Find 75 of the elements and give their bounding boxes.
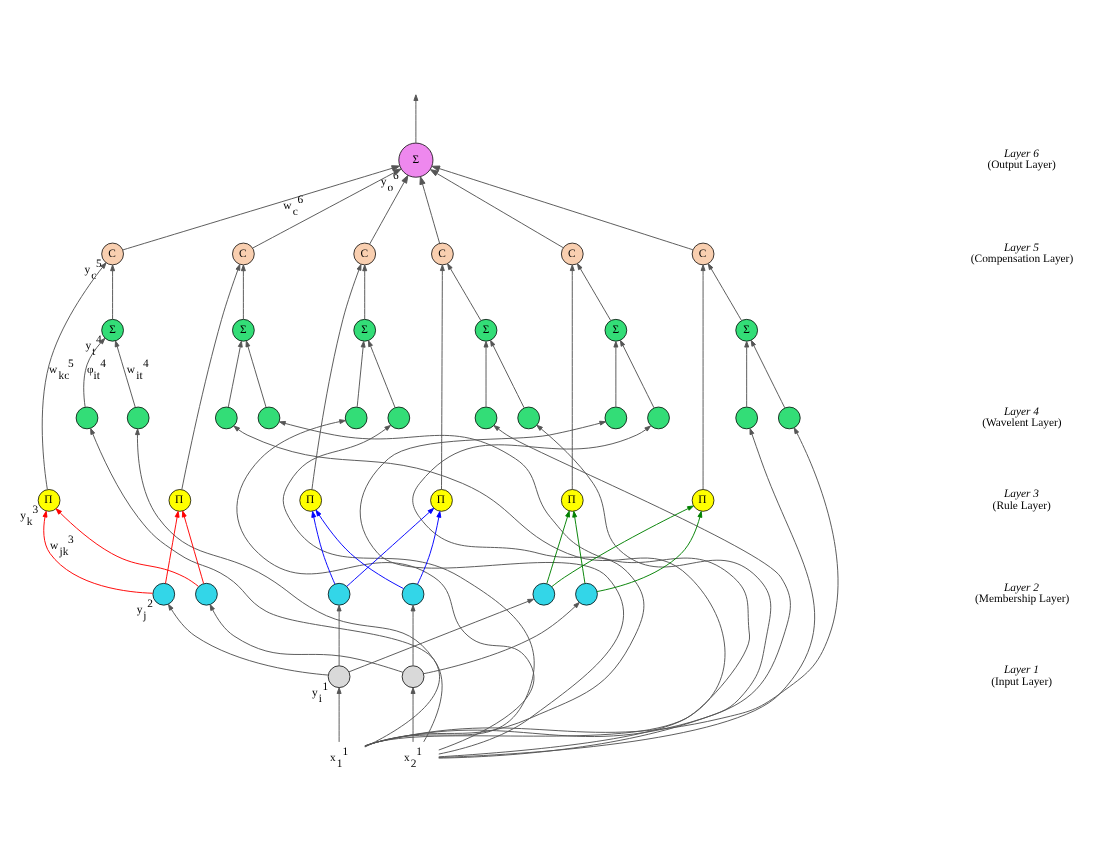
arrow: [410, 603, 416, 665]
node-circle: [257, 405, 281, 429]
arrow: [619, 338, 655, 408]
arrow: [165, 509, 180, 583]
arrow: [439, 263, 445, 489]
arrow: [700, 263, 706, 489]
arrow: [315, 508, 404, 588]
node-circle: [532, 581, 556, 605]
arrow: [122, 164, 401, 250]
arrow: [227, 339, 243, 407]
arrow: [572, 509, 586, 583]
arrow: [490, 338, 525, 408]
arrow: [279, 420, 750, 746]
node-circle: [195, 581, 218, 605]
arrow: [41, 261, 107, 489]
arrow: [168, 602, 329, 675]
node-circle: [126, 405, 150, 429]
arrow: [83, 336, 106, 407]
arrow: [431, 164, 694, 250]
arrow: [245, 339, 267, 407]
arrow: [42, 509, 154, 593]
node-circle: [152, 581, 176, 605]
arrow: [707, 262, 742, 320]
arrow: [423, 601, 580, 674]
arrow: [419, 175, 441, 243]
arrow: [348, 597, 535, 672]
node-circle: [778, 405, 801, 429]
arrow: [311, 510, 336, 584]
arrow: [346, 506, 435, 586]
arrow: [413, 93, 419, 143]
arrow: [429, 168, 564, 247]
arrow: [209, 603, 404, 672]
node-circle: [474, 405, 498, 429]
arrow: [233, 424, 726, 757]
arrow: [362, 263, 368, 319]
arrow: [311, 262, 362, 489]
node-circle: [604, 405, 628, 429]
arrow: [546, 509, 570, 583]
arrow: [744, 339, 750, 407]
node-circle: [647, 405, 670, 429]
arrow: [114, 339, 136, 407]
arrow: [181, 262, 241, 490]
node-circle: [75, 405, 99, 429]
arrow: [336, 686, 342, 742]
node-circle: [327, 581, 351, 605]
arrow: [236, 418, 535, 750]
arrow: [282, 423, 535, 746]
node-circle: [215, 405, 238, 429]
node-circle: [401, 664, 425, 687]
arrow: [240, 263, 246, 319]
arrow: [252, 167, 402, 248]
arrow: [369, 173, 409, 244]
node-circle: [387, 405, 411, 429]
arrow: [181, 509, 205, 583]
arrow: [447, 262, 482, 320]
node-circle: [517, 405, 540, 429]
arrow: [569, 263, 575, 489]
arrow: [576, 262, 612, 320]
arrow: [55, 507, 199, 586]
arrow: [613, 339, 619, 407]
node-circle: [344, 405, 368, 429]
node-circle: [327, 664, 351, 687]
node-circle: [735, 405, 758, 429]
arrow: [750, 338, 786, 408]
arrow: [368, 339, 396, 407]
arrow: [336, 603, 342, 665]
arrow: [483, 339, 489, 407]
node-circle: [401, 581, 425, 605]
node-circle: [575, 581, 598, 605]
arrow: [417, 510, 442, 584]
arrow: [410, 686, 416, 742]
arrow: [551, 504, 694, 587]
arrow: [356, 339, 366, 407]
arrow: [110, 263, 116, 319]
arrow: [596, 510, 703, 592]
